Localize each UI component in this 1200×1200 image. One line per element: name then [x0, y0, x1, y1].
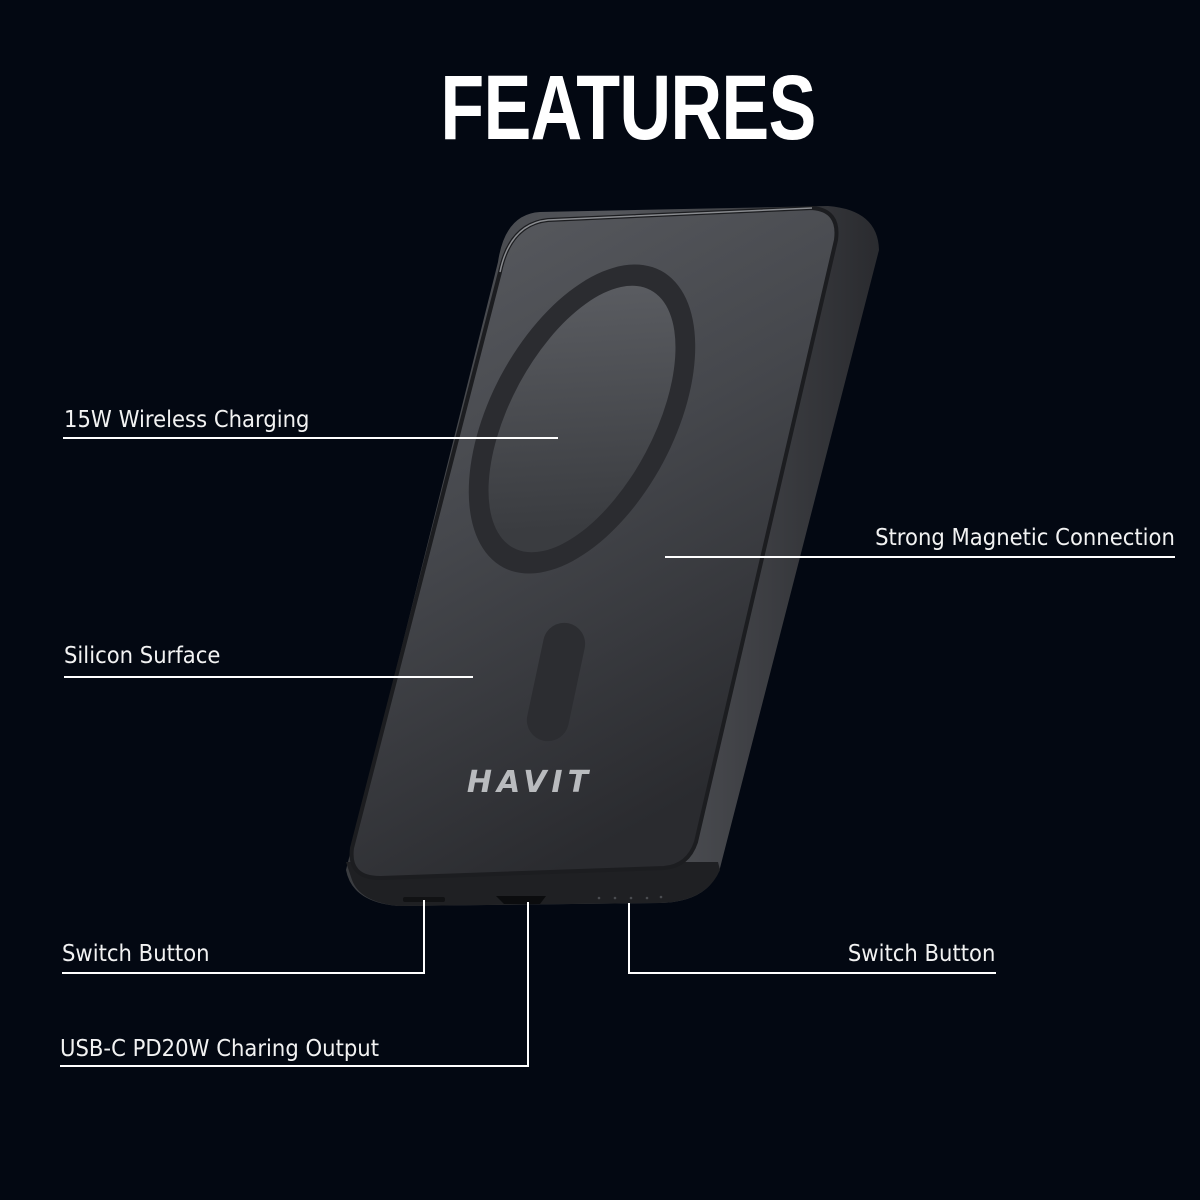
page-title: FEATURES	[440, 57, 816, 159]
led-indicator-dots	[597, 895, 663, 900]
callout-line-usb-c	[60, 1065, 529, 1067]
callout-leader-usb-c	[527, 902, 529, 1067]
callout-magnetic-connection: Strong Magnetic Connection	[875, 525, 1175, 551]
callout-switch-button-left: Switch Button	[62, 941, 210, 967]
usb-c-port	[496, 896, 546, 904]
callout-line-switch-right	[628, 972, 996, 974]
callout-usb-c-output: USB-C PD20W Charing Output	[60, 1036, 380, 1062]
alignment-oval	[526, 622, 586, 742]
callout-line-surface	[64, 676, 473, 678]
callout-silicon-surface: Silicon Surface	[64, 643, 221, 669]
callout-line-wireless	[63, 437, 558, 439]
callout-line-magnetic	[665, 556, 1175, 558]
callout-wireless-charging: 15W Wireless Charging	[64, 407, 310, 433]
callout-line-switch-left	[62, 972, 425, 974]
callout-switch-button-right: Switch Button	[847, 941, 995, 967]
callout-leader-switch-right	[628, 903, 630, 974]
switch-button-slot	[403, 897, 445, 902]
callout-leader-switch-left	[423, 900, 425, 974]
brand-logo: HAVIT	[467, 765, 593, 800]
